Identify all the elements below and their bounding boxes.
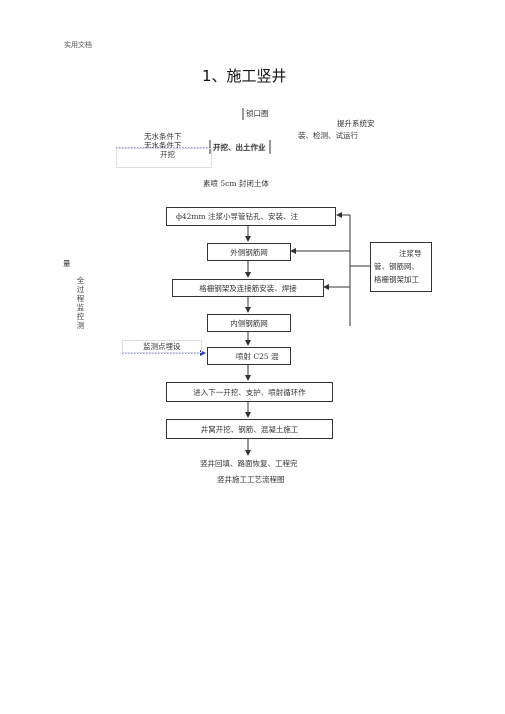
material-box: 注浆导 管、钢筋网、 格栅钢架加工 bbox=[370, 242, 432, 292]
monitor-point-label: 监测点埋设 bbox=[143, 342, 181, 351]
material-label-1: 注浆导 bbox=[399, 249, 422, 258]
monitor-point-box bbox=[122, 340, 202, 353]
grid-frame-box: 格栅钢架及连接筋安装、焊接 bbox=[172, 279, 324, 297]
monitor-char: 控 bbox=[76, 312, 85, 321]
hoist-label-1: 提升系统安 bbox=[337, 119, 375, 128]
shotcrete-label: 素喷 5cm 封闭土体 bbox=[203, 179, 269, 188]
left-char: 量 bbox=[63, 259, 71, 268]
monitor-char: 测 bbox=[76, 321, 85, 330]
page-title: 1、施工竖井 bbox=[202, 67, 287, 85]
no-water-box bbox=[116, 148, 212, 168]
monitor-char: 过 bbox=[76, 285, 85, 294]
monitor-char: 全 bbox=[76, 276, 85, 285]
monitor-char: 程 bbox=[76, 294, 85, 303]
no-water-label-2: 无水条件下 bbox=[144, 141, 182, 150]
monitor-char: 监 bbox=[76, 303, 85, 312]
wellhead-label: 锁口圈 bbox=[246, 109, 269, 118]
next-cycle-box: 进入下一开挖、支护、喷射循环作 bbox=[166, 382, 333, 402]
monitor-vertical-text: 全 过 程 监 控 测 bbox=[76, 276, 85, 330]
no-water-label-3: 开挖 bbox=[160, 150, 175, 159]
hoist-label-2: 装、检测、试运行 bbox=[298, 131, 358, 140]
sump-box: 井窝开挖、钢筋、混凝土施工 bbox=[166, 419, 333, 439]
diagram-caption: 竖井施工工艺流程图 bbox=[217, 475, 285, 484]
material-label-2: 管、钢筋网、 bbox=[374, 262, 419, 271]
excavate-label: 开挖、出土作业 bbox=[213, 143, 266, 152]
header-label: 实用文档 bbox=[64, 41, 92, 49]
material-label-3: 格栅钢架加工 bbox=[374, 275, 419, 284]
pipe-grout-box: ф42mm 注浆小导管钻孔、安装、注 bbox=[166, 207, 336, 226]
backfill-label: 竖井回填、路面恢复、工程完 bbox=[200, 459, 298, 468]
no-water-label-1: 无水条件下 bbox=[144, 132, 182, 141]
spray-c25-box: 喷射 C25 混 bbox=[207, 347, 291, 365]
outer-mesh-box: 外侧钢筋网 bbox=[207, 243, 291, 261]
inner-mesh-box: 内侧钢筋网 bbox=[207, 314, 291, 332]
